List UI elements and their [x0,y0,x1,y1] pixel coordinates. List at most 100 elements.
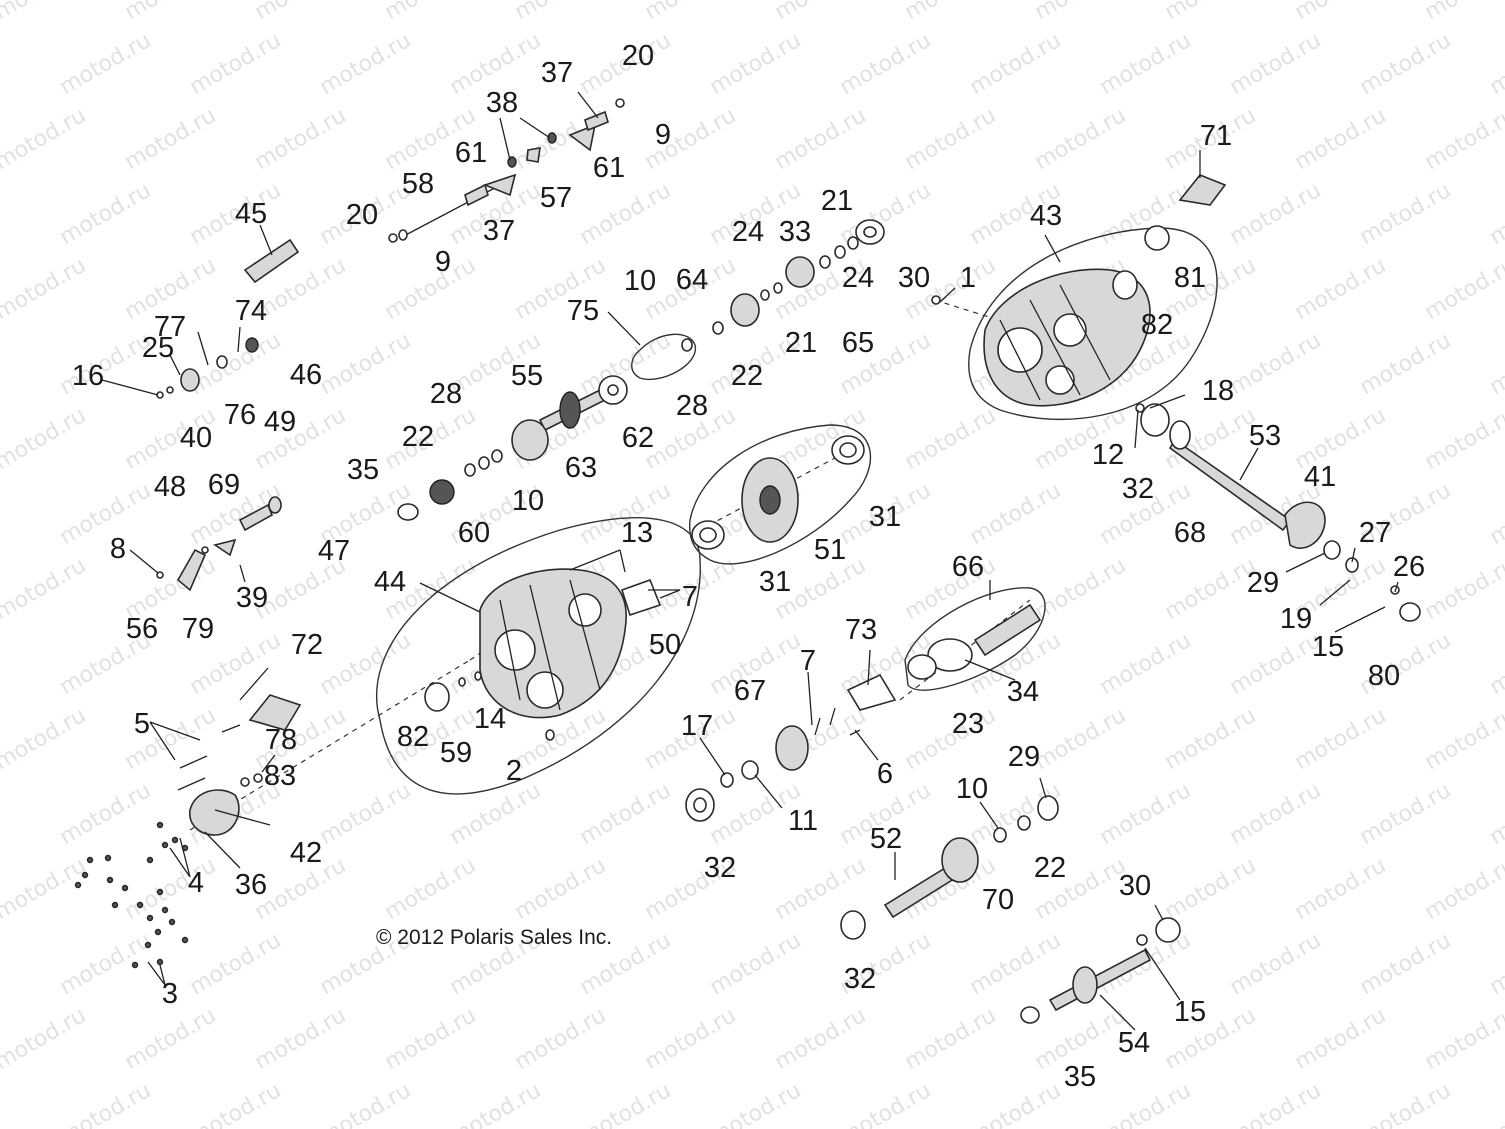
callout-74: 74 [235,295,267,327]
watermark-text: motod.ru [381,253,481,325]
gear-group-outline-51 [688,424,872,565]
callout-18: 18 [1202,375,1234,407]
fork-61-left [482,173,517,197]
callout-16: 16 [72,360,104,392]
watermark-text: motod.ru [901,1003,1001,1075]
watermark-text: motod.ru [1356,1078,1456,1129]
watermark-text: motod.ru [901,403,1001,475]
ball-38-right [547,132,557,144]
callout-10-2: 10 [512,485,544,517]
watermark-text: motod.ru [1356,28,1456,100]
watermark-text: motod.ru [1031,703,1131,775]
callout-7: 7 [682,581,698,613]
callout-24: 24 [732,216,764,248]
callout-78: 78 [265,724,297,756]
watermark-text: motod.ru [1421,703,1505,775]
callout-43: 43 [1030,200,1062,232]
ring-22-bottom [1017,815,1031,831]
callout-32-3: 32 [844,963,876,995]
callout-21-2: 21 [785,327,817,359]
shift-drum-45 [243,238,300,284]
washer-35-top [397,503,419,521]
watermark-text: motod.ru [1291,1003,1391,1075]
callout-32-2: 32 [1122,473,1154,505]
callout-32: 32 [704,852,736,884]
watermark-text: motod.ru [1161,853,1261,925]
watermark-text: motod.ru [1031,0,1131,25]
watermark-text: motod.ru [576,778,676,850]
watermark-text: motod.ru [0,703,90,775]
bearing-29-mid [1037,795,1059,821]
bearing-32-bottom [840,910,866,940]
shaft-69 [238,503,274,532]
callout-71: 71 [1200,120,1232,152]
callout-52: 52 [870,823,902,855]
watermark-text: motod.ru [706,28,806,100]
watermark-text: motod.ru [1226,328,1326,400]
watermark-text: motod.ru [381,853,481,925]
gear-63 [511,419,549,461]
watermark-text: motod.ru [121,103,221,175]
watermark-text: motod.ru [251,0,351,25]
bolt-cluster-3-4 [74,821,189,969]
clip-17 [720,772,734,788]
callout-9: 9 [435,246,451,278]
watermark-text: motod.ru [56,328,156,400]
callout-11: 11 [788,805,818,837]
callout-14: 14 [474,703,506,735]
watermark-text: motod.ru [1096,1078,1196,1129]
callout-34: 34 [1007,676,1039,708]
watermark-text: motod.ru [836,28,936,100]
pump-42 [189,789,240,836]
callout-33: 33 [779,216,811,248]
callout-22-2: 22 [731,360,763,392]
watermark-text: motod.ru [56,778,156,850]
part-49 [216,355,228,369]
callout-76: 76 [224,399,256,431]
watermark-text: motod.ru [316,328,416,400]
washer-9-left [398,229,408,241]
watermark-text: motod.ru [966,1078,1066,1129]
watermark-text: motod.ru [1226,1078,1326,1129]
watermark-text: motod.ru [186,28,286,100]
callout-19: 19 [1280,603,1312,635]
seal-82-left [424,682,450,712]
plate-50 [621,578,662,617]
watermark-text: motod.ru [1486,928,1505,1000]
watermark-text: motod.ru [121,1003,221,1075]
callout-10-3: 10 [956,773,988,805]
watermark-text: motod.ru [1161,0,1261,25]
part-47 [268,496,282,514]
callout-79: 79 [182,613,214,645]
small-hardware [156,236,1400,946]
watermark-text: motod.ru [1421,1003,1505,1075]
callout-45: 45 [235,198,267,230]
watermark-text: motod.ru [966,928,1066,1000]
watermark-text: motod.ru [1356,778,1456,850]
watermark-text: motod.ru [576,178,676,250]
watermark-text: motod.ru [1291,253,1391,325]
callout-65: 65 [842,327,874,359]
callout-2: 2 [506,755,522,787]
chain-75 [631,333,696,381]
watermark-text: motod.ru [771,0,871,25]
callout-68: 68 [1174,517,1206,549]
callout-72: 72 [291,629,323,661]
part-57 [526,147,541,163]
watermark-text: motod.ru [316,1078,416,1129]
main-case-44 [479,568,627,719]
callout-42: 42 [290,837,322,869]
watermark-text: motod.ru [0,253,90,325]
callout-36: 36 [235,869,267,901]
copyright-notice: © 2012 Polaris Sales Inc. [376,926,613,949]
callout-56: 56 [126,613,158,645]
watermark-text: motod.ru [706,1078,806,1129]
part-76 [180,368,200,392]
watermark-text: motod.ru [1421,553,1505,625]
watermark-text: motod.ru [1486,178,1505,250]
ring-10-bottom [993,827,1007,843]
watermark-text: motod.ru [186,928,286,1000]
callout-8: 8 [110,533,126,565]
watermark-text: motod.ru [1226,628,1326,700]
callout-9-2: 9 [655,119,671,151]
